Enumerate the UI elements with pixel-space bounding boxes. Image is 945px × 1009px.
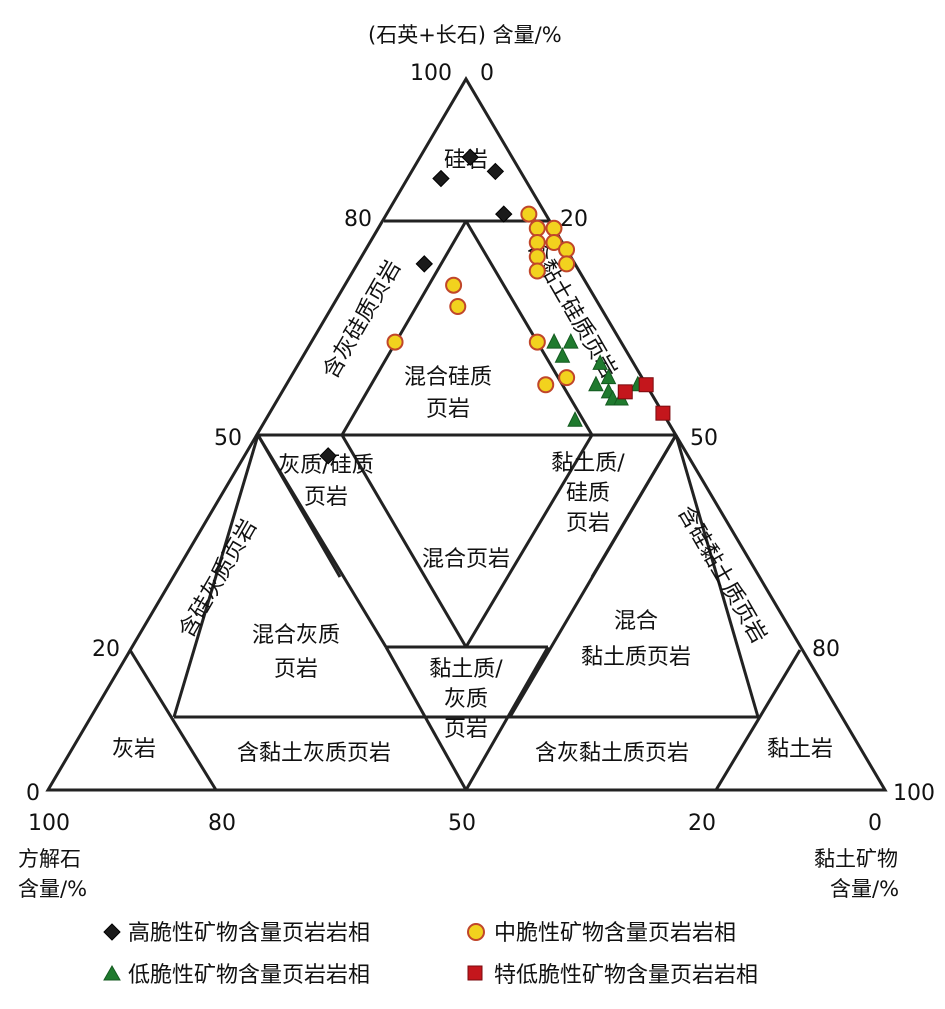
- region-calc-clay-shale: 含灰黏土质页岩: [535, 741, 689, 766]
- left-tick-50: 50: [214, 426, 242, 451]
- legend-marker-very-low: [467, 965, 483, 981]
- legend-marker-high: [103, 923, 121, 941]
- data-point-circle-5: [558, 241, 576, 259]
- left-tick-20: 20: [92, 637, 120, 662]
- data-point-circle-1: [545, 219, 563, 237]
- region-limestone: 灰岩: [112, 737, 156, 762]
- region-siliceous-clay-shale: 含硅黏土质页岩: [672, 502, 771, 648]
- data-point-circle-4: [528, 234, 546, 252]
- region-clay-calc-mix-2: 灰质: [444, 687, 488, 712]
- region-clay-calc-mix-1: 黏土质/: [429, 657, 503, 682]
- data-point-diamond-3: [495, 205, 513, 223]
- right-axis-title-2: 含量/%: [830, 877, 899, 901]
- right-tick-80: 80: [812, 637, 840, 662]
- data-points: [319, 148, 671, 465]
- region-clayey-calc-shale: 含黏土灰质页岩: [237, 741, 391, 766]
- bottom-tick-80: 80: [208, 811, 236, 836]
- legend: 高脆性矿物含量页岩岩相 中脆性矿物含量页岩岩相 低脆性矿物含量页岩岩相 特低脆性…: [103, 921, 758, 988]
- legend-mid-label: 中脆性矿物含量页岩岩相: [494, 921, 736, 946]
- legend-high-label: 高脆性矿物含量页岩岩相: [128, 921, 370, 946]
- data-point-circle-0: [520, 205, 538, 223]
- data-point-triangle-3: [592, 354, 608, 370]
- region-clay-calc-mix-3: 页岩: [444, 717, 488, 742]
- data-point-circle-8: [528, 262, 546, 280]
- region-calc-siliceous-mix-2: 页岩: [304, 485, 348, 510]
- line-right-c: [590, 434, 678, 578]
- data-point-circle-6: [528, 248, 546, 266]
- region-mixed-shale: 混合页岩: [422, 547, 510, 572]
- legend-low-label: 低脆性矿物含量页岩岩相: [128, 963, 370, 988]
- data-point-circle-9: [445, 276, 463, 294]
- right-tick-50: 50: [690, 426, 718, 451]
- bottom-tick-50: 50: [448, 811, 476, 836]
- left-axis-title-1: 方解石: [18, 847, 81, 871]
- line-bottom-left: [384, 646, 468, 791]
- line-upper-right: [464, 220, 594, 436]
- legend-very-low-label: 特低脆性矿物含量页岩岩相: [494, 963, 758, 988]
- data-point-triangle-6: [588, 375, 604, 392]
- line-left-c: [256, 434, 342, 578]
- region-clay-siliceous-mix-2: 硅质: [566, 481, 610, 506]
- region-siliceous-calc-shale: 含硅灰质页岩: [175, 515, 263, 642]
- region-mixed-calc-2: 页岩: [274, 657, 318, 682]
- data-point-circle-10: [449, 298, 467, 316]
- top-tick-right: 0: [480, 61, 494, 86]
- data-point-diamond-2: [432, 169, 450, 188]
- data-point-circle-13: [558, 369, 576, 387]
- legend-marker-low: [103, 964, 121, 981]
- data-point-diamond-5: [319, 447, 337, 465]
- bottom-tick-0: 0: [868, 811, 882, 836]
- bottom-tick-20: 20: [688, 811, 716, 836]
- region-mixed-clay-1: 混合: [614, 609, 658, 634]
- left-axis-title-2: 含量/%: [18, 877, 87, 901]
- region-mixed-siliceous-2: 页岩: [426, 397, 470, 422]
- data-point-triangle-2: [554, 347, 571, 363]
- region-clay-siliceous-mix-3: 页岩: [566, 511, 610, 536]
- data-point-circle-11: [386, 333, 404, 351]
- region-mixed-siliceous-1: 混合硅质: [404, 365, 492, 390]
- left-tick-0: 0: [26, 781, 40, 806]
- line-center-left: [340, 434, 468, 648]
- legend-marker-mid: [467, 923, 485, 941]
- left-tick-80: 80: [344, 207, 372, 232]
- line-left-a: [172, 434, 260, 718]
- data-point-triangle-0: [546, 332, 562, 349]
- region-calc-siliceous-shale: 含灰硅质页岩: [319, 256, 407, 383]
- right-axis-title-1: 黏土矿物: [814, 847, 898, 871]
- line-bottom-right: [464, 646, 550, 791]
- data-point-triangle-10: [567, 411, 583, 427]
- line-center-right: [464, 434, 594, 648]
- line-corner-right: [714, 649, 802, 791]
- data-point-circle-14: [537, 376, 555, 394]
- line-right-a: [674, 434, 760, 718]
- data-point-triangle-1: [563, 332, 579, 349]
- line-corner-left: [128, 649, 218, 791]
- right-tick-100: 100: [893, 781, 935, 806]
- data-point-diamond-4: [415, 255, 433, 273]
- data-point-diamond-0: [461, 148, 479, 166]
- line-upper-left: [340, 220, 468, 436]
- data-point-circle-12: [528, 333, 546, 351]
- data-point-circle-2: [528, 219, 546, 237]
- data-point-circle-3: [545, 234, 563, 252]
- top-axis-title: (石英+长石) 含量/%: [368, 23, 562, 47]
- data-point-diamond-1: [486, 162, 505, 181]
- region-claystone: 黏土岩: [767, 737, 833, 762]
- data-point-square-2: [655, 405, 671, 421]
- data-point-circle-7: [558, 255, 576, 273]
- data-point-square-1: [617, 384, 633, 400]
- region-mixed-clay-2: 黏土质页岩: [581, 645, 691, 670]
- right-tick-20: 20: [560, 207, 588, 232]
- region-mixed-calc-1: 混合灰质: [252, 623, 340, 648]
- top-tick-left: 100: [410, 61, 452, 86]
- region-clay-siliceous-mix-1: 黏土质/: [551, 451, 625, 476]
- bottom-tick-100: 100: [28, 811, 70, 836]
- data-point-square-0: [638, 377, 654, 393]
